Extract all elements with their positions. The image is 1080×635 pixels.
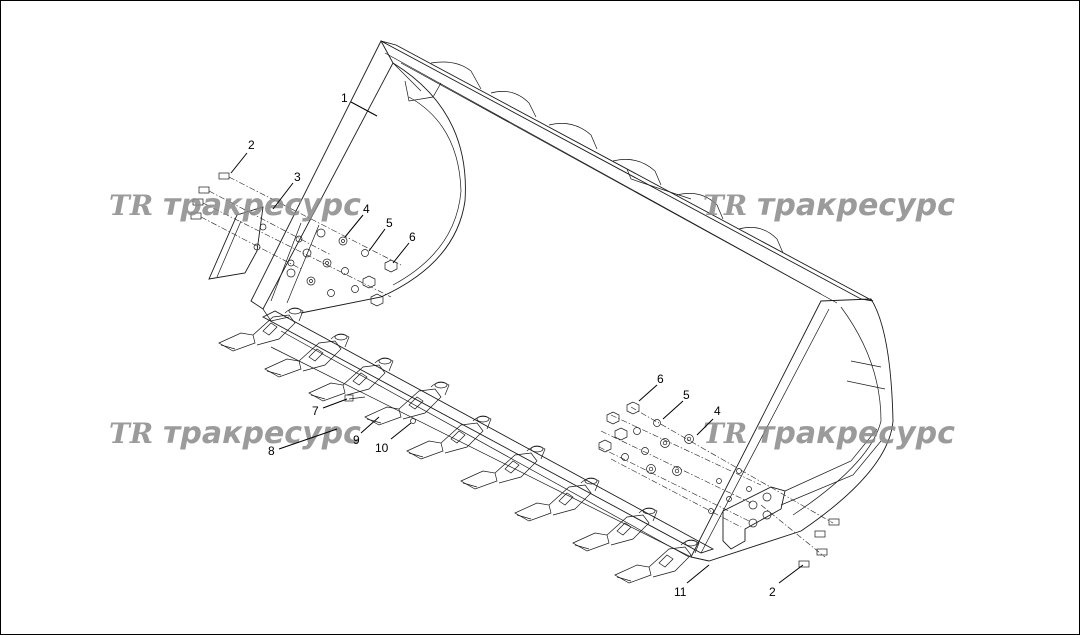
callout-9: 9	[353, 416, 380, 447]
tooth-adapter	[514, 477, 600, 522]
callout-2-right: 2	[769, 564, 804, 599]
callout-5-right: 5	[662, 388, 690, 420]
tooth-adapter	[572, 507, 658, 552]
tooth-adapter	[264, 333, 350, 378]
callout-label: 4	[714, 404, 721, 418]
pin-icon	[344, 394, 366, 402]
callout-label: 4	[363, 202, 370, 216]
teeth-row	[218, 307, 700, 584]
tooth-adapter	[614, 539, 700, 584]
callout-label: 9	[353, 433, 360, 447]
tooth-adapter	[406, 415, 492, 460]
retainer-icon	[410, 418, 416, 424]
watermark-text: тракресурс	[757, 188, 955, 223]
callout-3: 3	[272, 170, 301, 210]
bolt-icon	[190, 172, 230, 220]
tooth-adapter	[460, 445, 546, 490]
right-hardware	[598, 401, 840, 568]
watermark-text: тракресурс	[163, 416, 361, 451]
callout-label: 2	[248, 138, 255, 152]
watermark-logo: TR	[109, 189, 153, 222]
watermark-text: тракресурс	[757, 416, 955, 451]
callout-label: 6	[657, 372, 664, 386]
watermark-logo: TR	[109, 417, 153, 450]
watermark-bottom-right: TR тракресурс	[703, 416, 955, 451]
callout-4-right: 4	[696, 404, 721, 436]
watermark-top-right: TR тракресурс	[703, 188, 955, 223]
watermark-logo: TR	[703, 189, 747, 222]
callout-label: 6	[409, 230, 416, 244]
callout-label: 1	[341, 91, 348, 105]
watermark-top-left: TR тракресурс	[109, 188, 361, 223]
tooth-adapter	[308, 357, 394, 402]
callout-6-right: 6	[638, 372, 664, 402]
callout-1: 1	[341, 91, 378, 117]
callout-8: 8	[268, 428, 338, 458]
callout-label: 8	[268, 444, 275, 458]
callout-label: 3	[294, 170, 301, 184]
callout-10: 10	[375, 422, 412, 455]
tooth-adapter	[218, 307, 304, 352]
bucket-body	[208, 40, 894, 562]
callout-4-left: 4	[344, 202, 370, 238]
washer-nut-group	[598, 401, 694, 476]
bolt-icon	[798, 518, 840, 568]
left-hardware	[190, 172, 402, 307]
callout-label: 5	[386, 216, 393, 230]
washer-nut-group	[286, 228, 398, 307]
callout-label: 7	[312, 404, 319, 418]
watermark-bottom-left: TR тракресурс	[109, 416, 361, 451]
callout-11: 11	[674, 564, 710, 599]
watermark-logo: TR	[703, 417, 747, 450]
callout-6-left: 6	[392, 230, 416, 264]
callout-label: 2	[769, 585, 776, 599]
watermark-text: тракресурс	[163, 188, 361, 223]
callout-label: 5	[683, 388, 690, 402]
callout-7: 7	[312, 398, 348, 418]
callout-2-left: 2	[230, 138, 255, 174]
callout-label: 11	[674, 585, 687, 599]
callout-5-left: 5	[368, 216, 393, 252]
callout-label: 10	[375, 441, 389, 455]
